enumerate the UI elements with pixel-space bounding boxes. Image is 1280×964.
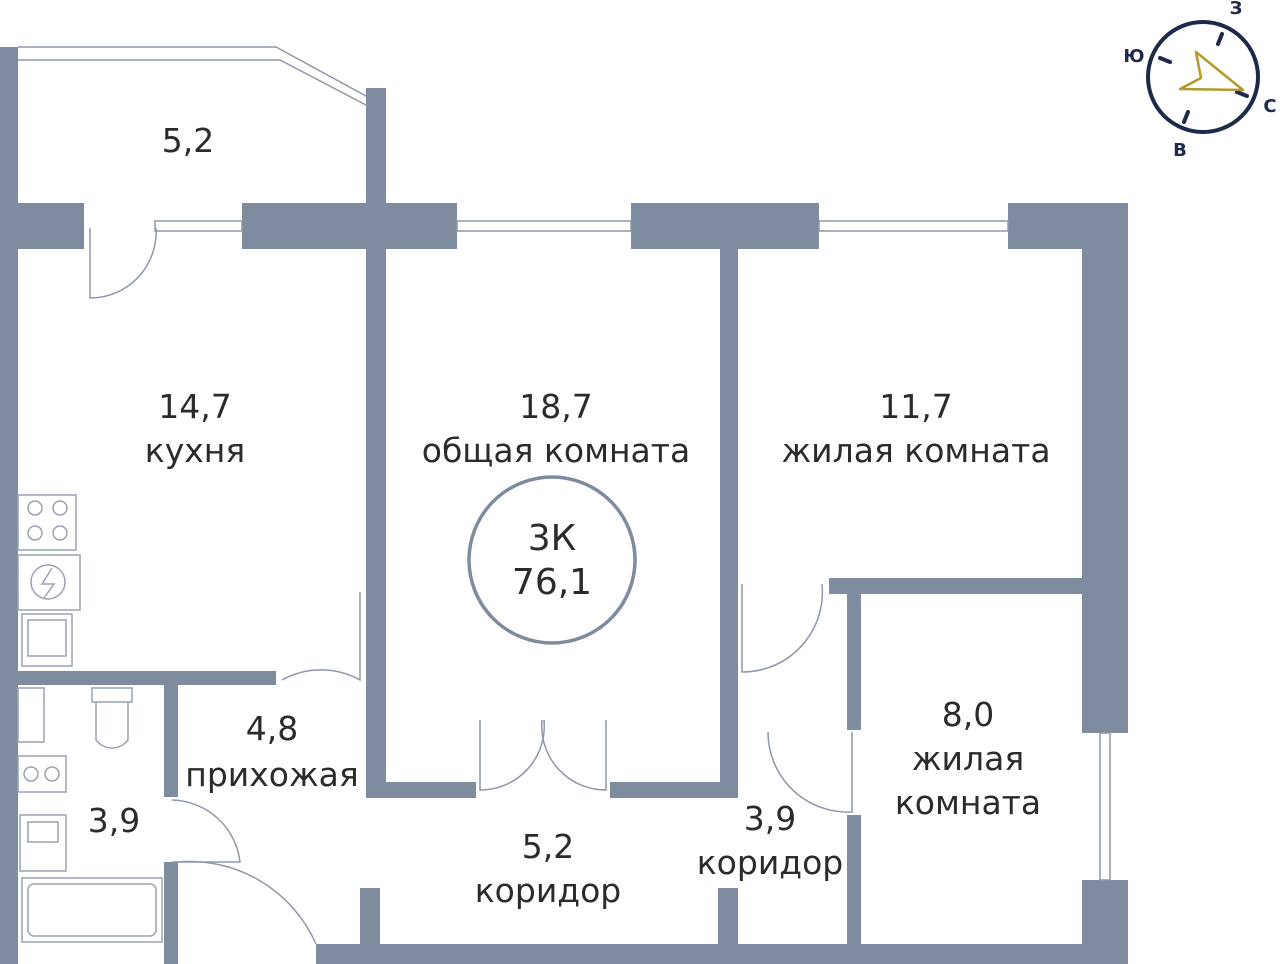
windows xyxy=(154,220,1111,881)
living-room-2-area: 8,0 xyxy=(942,695,994,734)
bathroom-fixtures xyxy=(17,687,163,943)
badge-rooms: 3К xyxy=(528,518,576,559)
washer-icon xyxy=(17,554,81,611)
compass-west: Ю xyxy=(1123,46,1144,67)
compass-north: З xyxy=(1230,0,1243,19)
balcony-outline xyxy=(18,46,376,106)
hallway-name: прихожая xyxy=(185,755,359,794)
badge-ring xyxy=(467,475,637,645)
common-room-area: 18,7 xyxy=(519,387,592,426)
washbasin-icon xyxy=(17,687,45,743)
sink-icon xyxy=(21,613,73,667)
bathroom-area: 3,9 xyxy=(88,801,140,840)
badge-total-area: 76,1 xyxy=(512,562,592,603)
hob-icon xyxy=(17,755,67,793)
room-labels: 5,2 14,7 кухня 18,7 общая комната 11,7 ж… xyxy=(88,121,1051,910)
compass-east: С xyxy=(1263,96,1276,117)
stove-icon xyxy=(17,494,77,551)
hallway-area: 4,8 xyxy=(246,709,298,748)
toilet-icon xyxy=(91,687,133,703)
living-room-2-name-line2: комната xyxy=(895,783,1041,822)
common-room-name: общая комната xyxy=(422,431,690,470)
corridor-2-area: 3,9 xyxy=(744,799,796,838)
washer-small-icon xyxy=(19,814,67,872)
corridor-1-name: коридор xyxy=(475,871,621,910)
kitchen-fixtures xyxy=(17,494,81,667)
bathtub-icon xyxy=(21,877,163,943)
compass: З С В Ю xyxy=(1123,0,1276,161)
kitchen-area: 14,7 xyxy=(158,387,231,426)
compass-south: В xyxy=(1173,140,1187,161)
kitchen-name: кухня xyxy=(145,431,245,470)
living-room-1-name: жилая комната xyxy=(781,431,1050,470)
walls xyxy=(0,47,1128,964)
apartment-badge: 3К 76,1 xyxy=(467,475,637,645)
corridor-1-area: 5,2 xyxy=(522,827,574,866)
compass-needle-icon xyxy=(1178,50,1245,92)
balcony-area: 5,2 xyxy=(162,121,214,160)
compass-ring xyxy=(1146,20,1260,134)
corridor-2-name: коридор xyxy=(697,843,843,882)
living-room-2-name-line1: жилая xyxy=(912,739,1024,778)
living-room-1-area: 11,7 xyxy=(879,387,952,426)
doors xyxy=(89,227,853,945)
